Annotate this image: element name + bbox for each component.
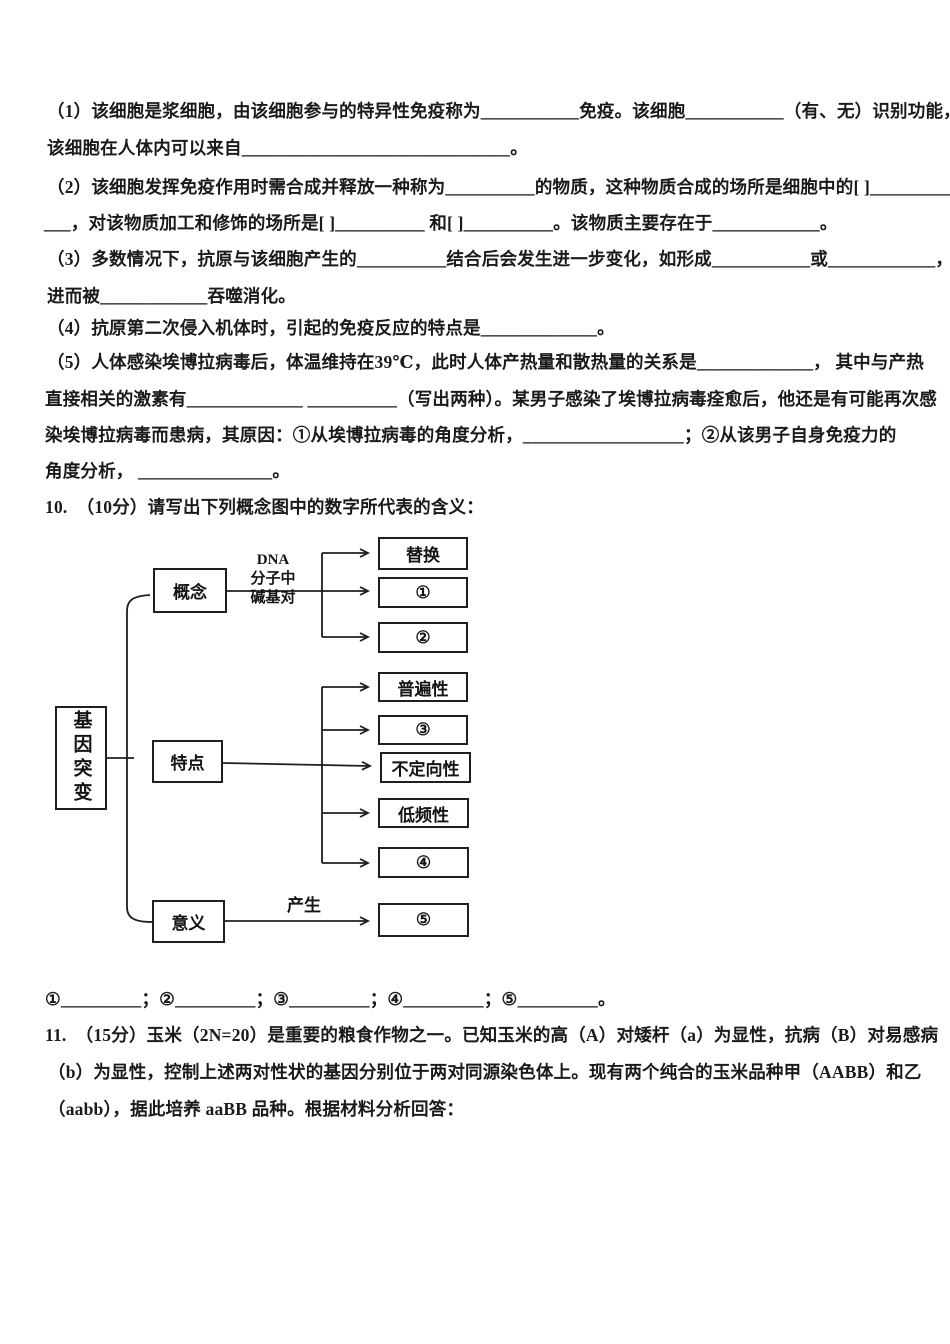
- diagram-node-blank-3: ③: [378, 715, 468, 745]
- diagram-node-blank-4: ④: [378, 847, 469, 878]
- edge-label-dna: DNA 分子中 碱基对: [238, 551, 308, 608]
- edge-label-produce: 产生: [287, 896, 321, 915]
- q11-line-2: （b）为显性，控制上述两对性状的基因分别位于两对同源染色体上。现有两个纯合的玉米…: [48, 1062, 922, 1082]
- q9-line-7: （4）抗原第二次侵入机体时，引起的免疫反应的特点是_____________。: [47, 318, 615, 338]
- diagram-node-universality: 普遍性: [378, 672, 468, 702]
- q9-line-4: ___，对该物质加工和修饰的场所是[ ]__________ 和[ ]_____…: [44, 213, 838, 233]
- diagram-node-gene-mutation: 基因突变: [55, 706, 107, 810]
- diagram-node-blank-5: ⑤: [378, 903, 469, 937]
- q9-line-1: （1）该细胞是浆细胞，由该细胞参与的特异性免疫称为___________免疫。该…: [47, 101, 950, 121]
- diagram-node-significance: 意义: [152, 900, 225, 943]
- diagram-node-concept: 概念: [153, 568, 227, 613]
- edge-label-dna-line1: DNA: [256, 552, 290, 568]
- diagram-node-low-frequency: 低频性: [378, 798, 469, 828]
- q9-line-8: （5）人体感染埃博拉病毒后，体温维持在39℃，此时人体产热量和散热量的关系是__…: [47, 352, 924, 372]
- edge-label-dna-line3: 碱基对: [250, 590, 296, 606]
- diagram-connectors: [107, 548, 373, 926]
- q10-answer-line: ①_________；②_________；③_________；④______…: [45, 989, 616, 1009]
- q11-line-3: （aabb），据此培养 aaBB 品种。根据材料分析回答：: [48, 1099, 465, 1119]
- q9-line-2: 该细胞在人体内可以来自_____________________________…: [47, 138, 528, 158]
- q9-line-3: （2）该细胞发挥免疫作用时需合成并释放一种称为__________的物质，这种物…: [47, 177, 950, 197]
- concept-map-diagram: 基因突变 概念 特点 意义 DNA 分子中 碱基对 产生 替换 ① ② 普遍性 …: [0, 525, 520, 957]
- edge-label-dna-line2: 分子中: [250, 571, 296, 587]
- q9-line-9: 直接相关的激素有_____________ __________（写出两种）。某…: [45, 389, 937, 409]
- diagram-node-substitution: 替换: [378, 537, 468, 570]
- q9-line-11: 角度分析， _______________。: [45, 461, 291, 481]
- q9-line-5: （3）多数情况下，抗原与该细胞产生的__________结合后会发生进一步变化，…: [47, 249, 950, 269]
- q11-line-1: 11. （15分）玉米（2N=20）是重要的粮食作物之一。已知玉米的高（A）对矮…: [45, 1025, 939, 1045]
- diagram-node-blank-1: ①: [378, 577, 468, 608]
- q9-line-6: 进而被____________吞噬消化。: [47, 286, 296, 306]
- q9-line-10: 染埃博拉病毒而患病，其原因：①从埃博拉病毒的角度分析，_____________…: [45, 425, 897, 445]
- q10-header: 10. （10分）请写出下列概念图中的数字所代表的含义：: [45, 497, 484, 517]
- diagram-node-features: 特点: [152, 740, 223, 783]
- diagram-node-non-directional: 不定向性: [380, 752, 471, 783]
- diagram-node-blank-2: ②: [378, 622, 468, 653]
